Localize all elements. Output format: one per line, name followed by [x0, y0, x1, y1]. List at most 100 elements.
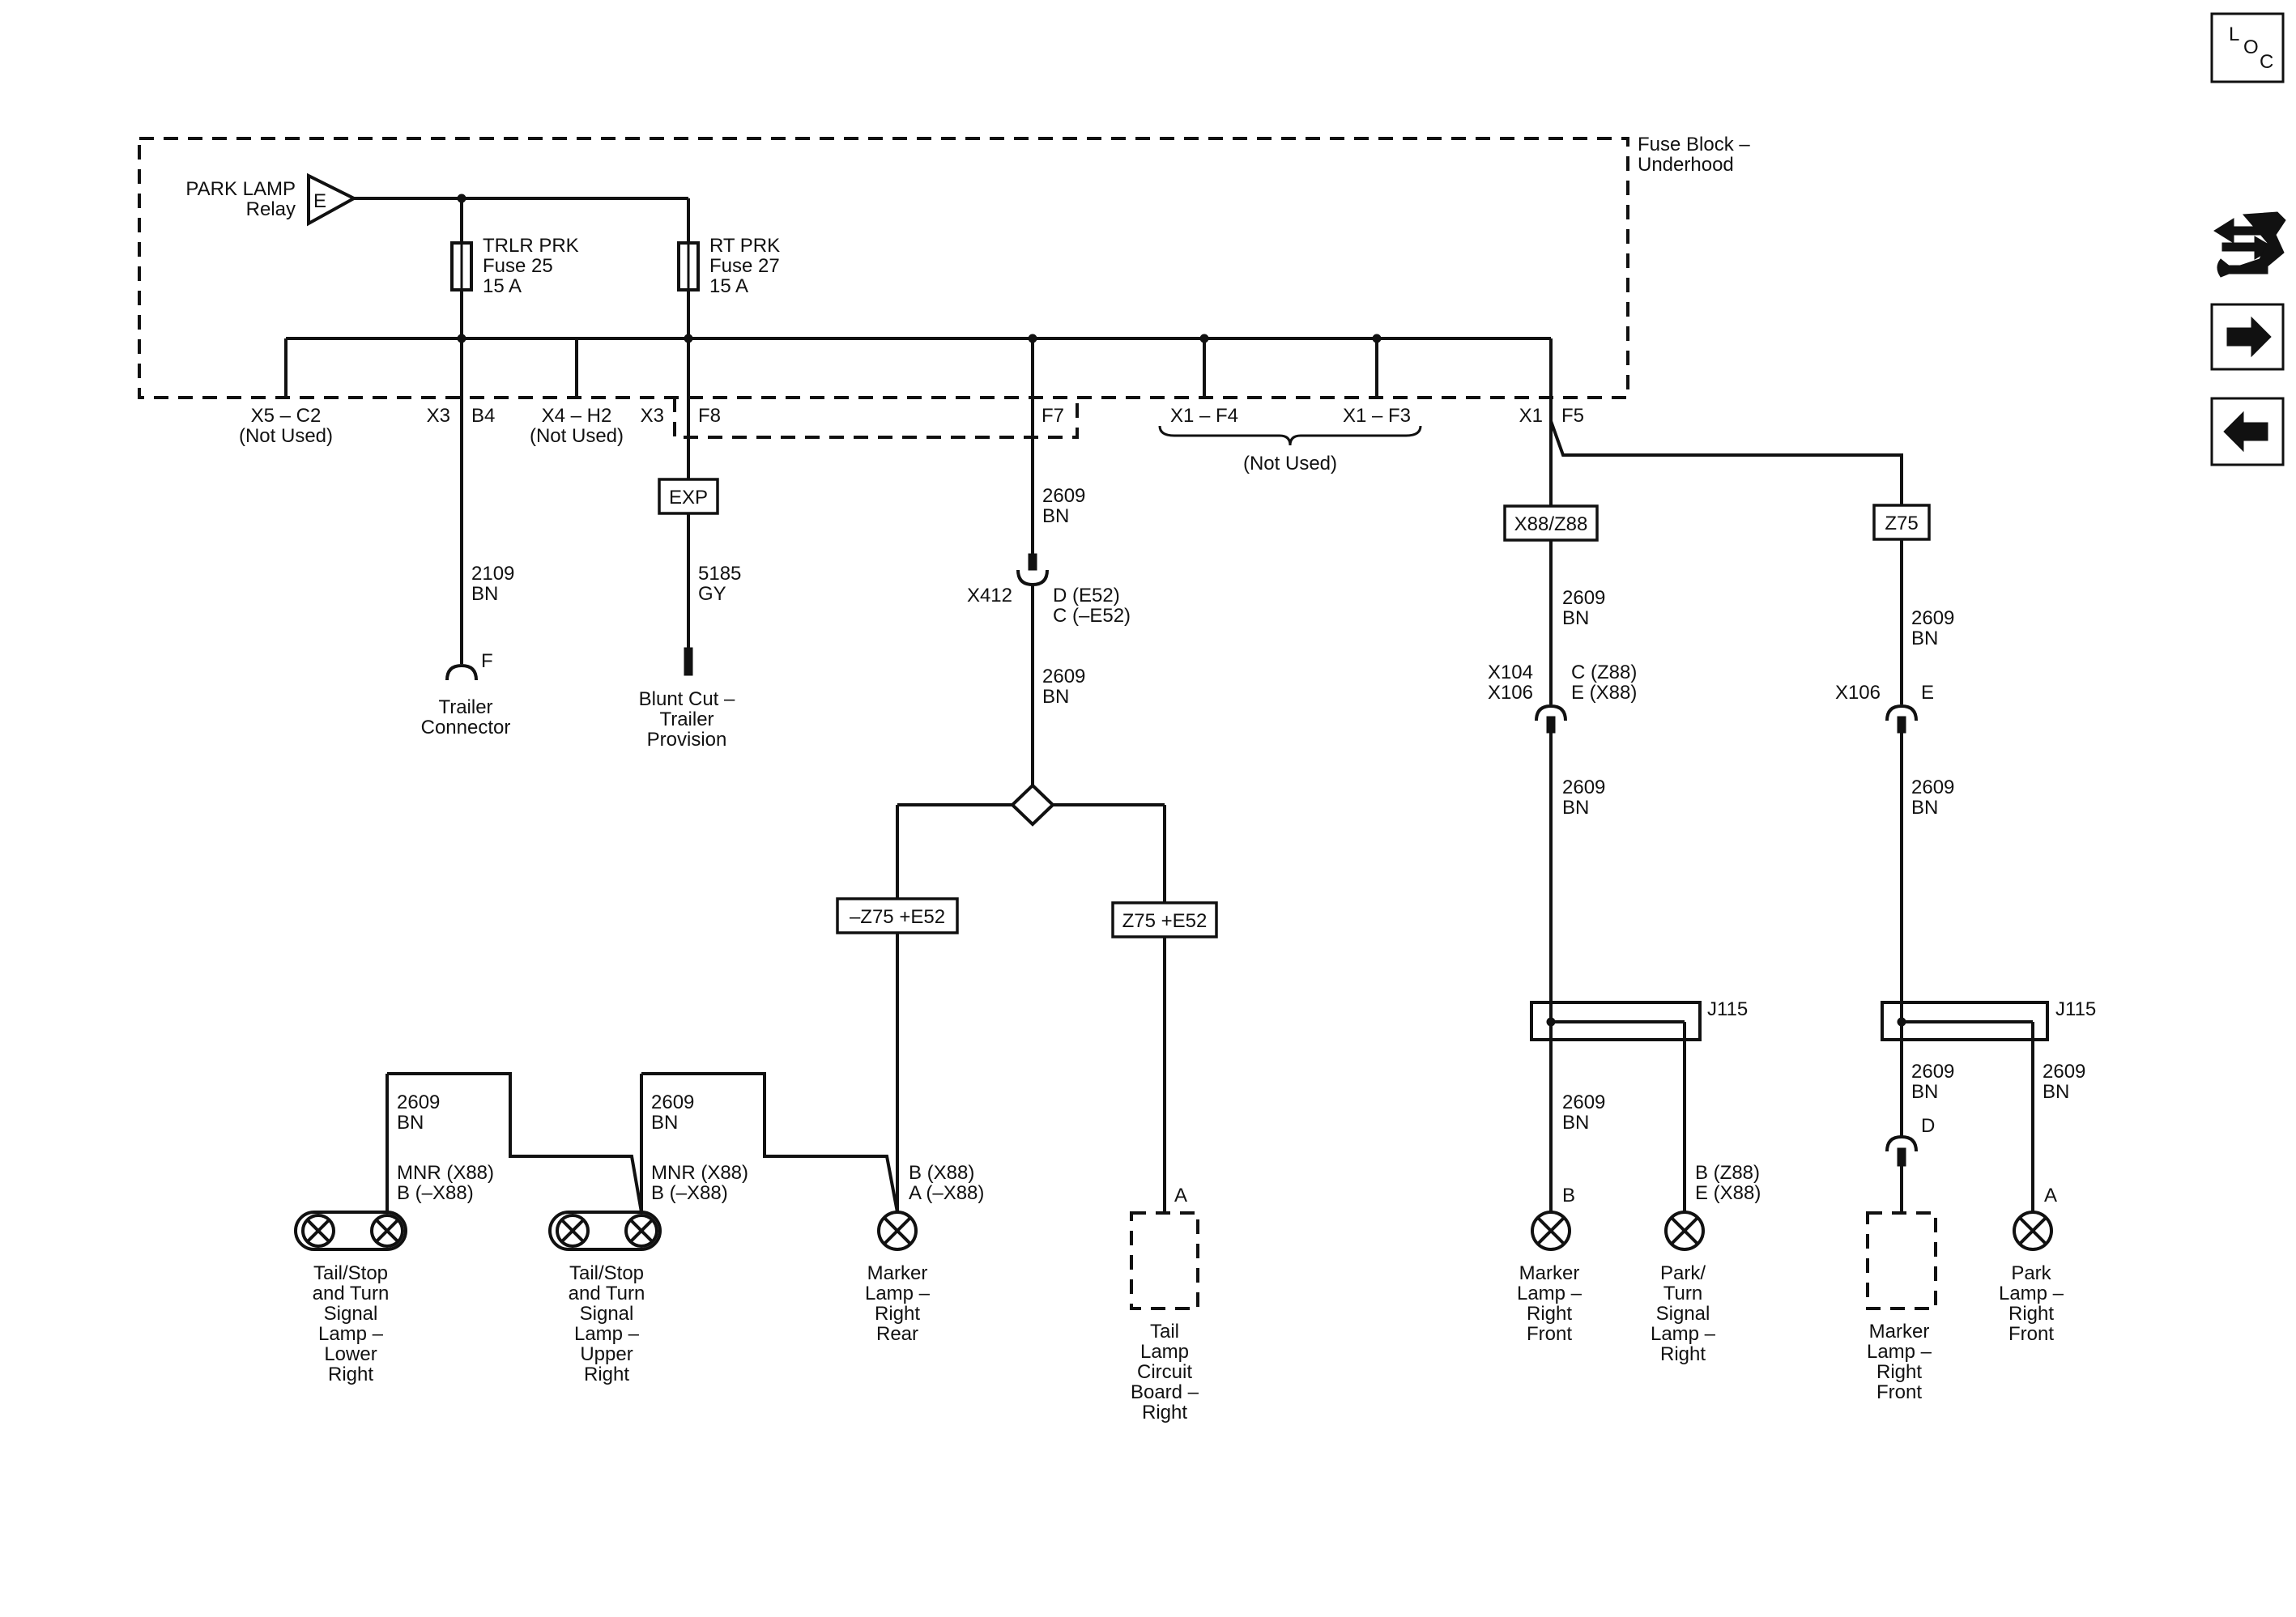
park-turn-lamp-icon — [1664, 1211, 1705, 1251]
trailer-connector-pin: F — [481, 650, 493, 672]
tail-lower-label-2: and Turn — [313, 1283, 390, 1304]
fuse27-number: Fuse 27 — [709, 255, 780, 277]
marker-front2-label-3: Right — [1876, 1361, 1922, 1383]
j115b-out2-color: BN — [2043, 1081, 2069, 1103]
bulb-x — [629, 1219, 654, 1243]
tail-upper-lamp-icon — [548, 1211, 662, 1251]
upper-wire-color: BN — [651, 1112, 678, 1134]
park-turn-pin-2: E (X88) — [1695, 1182, 1761, 1204]
marker-front2-label-4: Front — [1876, 1381, 1922, 1403]
park-front-label-1: Park — [2011, 1262, 2051, 1284]
j115a-label: J115 — [1707, 998, 1748, 1020]
tail-lower-label-6: Right — [328, 1364, 373, 1385]
x88-upper-number: 2609 — [1562, 587, 1605, 609]
pin-label-x3-b: X3 — [641, 405, 664, 427]
x104-pin-2: E (X88) — [1571, 682, 1637, 704]
trailer-connector-label-2: Connector — [421, 717, 511, 738]
bulb-x — [2018, 1216, 2047, 1245]
pin-label-f5: F5 — [1561, 405, 1584, 427]
pin-note-x1f: (Not Used) — [1243, 453, 1337, 474]
z75-upper-number: 2609 — [1911, 607, 1954, 629]
x412-out-color: BN — [1042, 686, 1069, 708]
loc-letter-c: C — [2260, 51, 2273, 73]
marker-front2-icon — [1866, 1211, 1937, 1310]
x106-connector-icon — [1885, 704, 1918, 721]
lower-pin-1: MNR (X88) — [397, 1162, 494, 1184]
pin-label-b4: B4 — [471, 405, 495, 427]
marker-rear-pin-2: A (–X88) — [909, 1182, 984, 1204]
fuse25-rating: 15 A — [483, 275, 522, 297]
j115a-out-color: BN — [1562, 1112, 1589, 1134]
blunt-wire-color: GY — [698, 583, 726, 605]
bulb-circle — [556, 1214, 590, 1248]
trailer-wire-color: BN — [471, 583, 498, 605]
x106-z75-pin: E — [1921, 682, 1934, 704]
marker-front2-label-1: Marker — [1869, 1321, 1930, 1343]
upper-to-marker-wire — [641, 1072, 899, 1213]
park-turn-label-2: Turn — [1663, 1283, 1702, 1304]
fuse25-name: TRLR PRK — [483, 235, 579, 257]
marker-front-label-1: Marker — [1519, 1262, 1580, 1284]
bulb-x — [306, 1219, 330, 1243]
tail-board-label-3: Circuit — [1137, 1361, 1192, 1383]
marker-front-label-4: Front — [1527, 1323, 1572, 1345]
marker-front-label-2: Lamp – — [1517, 1283, 1582, 1304]
x88-upper-color: BN — [1562, 607, 1589, 629]
j115b-out1-number: 2609 — [1911, 1061, 1954, 1083]
z75-option-label: Z75 — [1885, 513, 1918, 534]
x88z88-option-box — [1503, 504, 1599, 542]
bulb-x — [560, 1219, 585, 1243]
f7-wire-number: 2609 — [1042, 485, 1085, 507]
bulb-circle — [624, 1214, 658, 1248]
j115a-block — [1530, 1001, 1702, 1041]
j115b-out1-color: BN — [1911, 1081, 1938, 1103]
tail-upper-label-6: Right — [584, 1364, 629, 1385]
tail-upper-label-3: Signal — [580, 1303, 634, 1325]
x412-label: X412 — [967, 585, 1012, 606]
tail-lower-lamp-icon — [294, 1211, 407, 1251]
x412-out-number: 2609 — [1042, 666, 1085, 687]
bulb-circle — [370, 1214, 404, 1248]
tail-lower-label-1: Tail/Stop — [313, 1262, 388, 1284]
relay-triangle-icon — [307, 172, 358, 227]
tail-lower-label-5: Lower — [324, 1343, 377, 1365]
x104-pin-icon — [1546, 716, 1556, 734]
lower-wire-color: BN — [397, 1112, 424, 1134]
park-turn-pin-1: B (Z88) — [1695, 1162, 1760, 1184]
f7-wire-color: BN — [1042, 505, 1069, 527]
marker-rear-label-4: Rear — [876, 1323, 918, 1345]
system-tools-icon[interactable] — [2213, 211, 2286, 278]
trailer-connector-icon — [445, 663, 478, 681]
lower-to-upper-wire — [387, 1072, 643, 1213]
loc-icon[interactable]: L O C — [2210, 12, 2285, 83]
park-turn-label-3: Signal — [1656, 1303, 1710, 1325]
pin-note-x5c2: (Not Used) — [239, 425, 333, 447]
exp-option-box — [658, 478, 719, 515]
park-front-label-3: Right — [2008, 1303, 2054, 1325]
previous-arrow-icon[interactable] — [2210, 397, 2285, 466]
j115b-block — [1881, 1001, 2049, 1041]
marker-rear-label-2: Lamp – — [865, 1283, 931, 1304]
x412-pin-1: D (E52) — [1053, 585, 1120, 606]
bulb-x — [375, 1219, 399, 1243]
upper-pin-2: B (–X88) — [651, 1182, 728, 1204]
loc-letter-l: L — [2229, 23, 2239, 45]
tail-board-label-2: Lamp — [1140, 1341, 1189, 1363]
trailer-wire-number: 2109 — [471, 563, 514, 585]
bulb-x — [1670, 1216, 1699, 1245]
f5-split-wire — [1549, 420, 1903, 505]
tail-lower-label-4: Lamp – — [318, 1323, 384, 1345]
blunt-cut-label-1: Blunt Cut – — [639, 688, 735, 710]
next-arrow-icon[interactable] — [2210, 303, 2285, 371]
fuse-block-title: Fuse Block – — [1638, 134, 1750, 155]
pin-label-x1f4: X1 – F4 — [1170, 405, 1238, 427]
tail-board-label-1: Tail — [1150, 1321, 1179, 1343]
upper-wire-number: 2609 — [651, 1091, 694, 1113]
marker-front-pin: B — [1562, 1185, 1575, 1206]
tail-board-label-5: Right — [1142, 1402, 1187, 1423]
tail-upper-label-2: and Turn — [569, 1283, 645, 1304]
pin-label-x4h2: X4 – H2 — [542, 405, 612, 427]
marker-rear-label-1: Marker — [867, 1262, 928, 1284]
park-turn-label-1: Park/ — [1660, 1262, 1706, 1284]
